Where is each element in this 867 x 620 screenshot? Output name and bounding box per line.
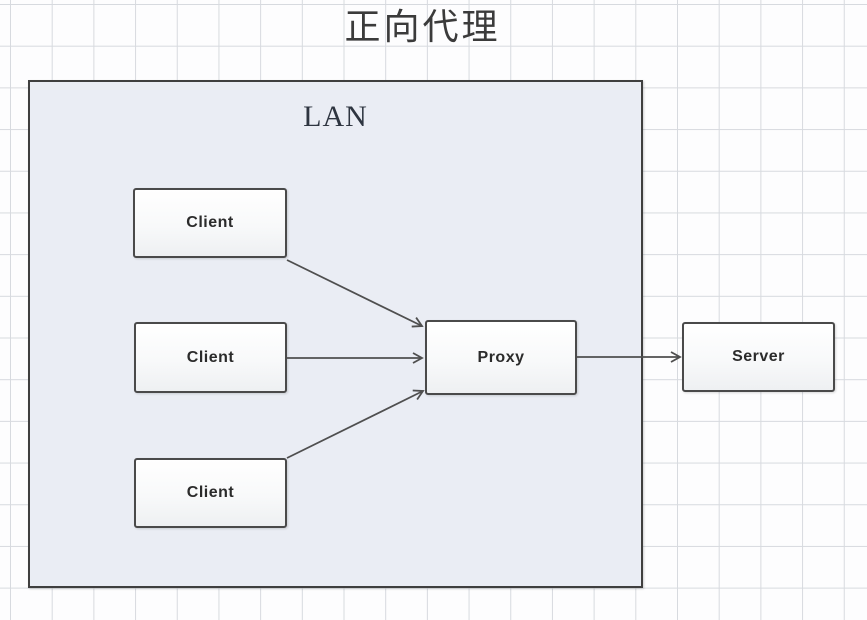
node-client-2: Client <box>134 322 287 393</box>
node-client-1-label: Client <box>186 214 234 231</box>
lan-label: LAN <box>303 100 368 133</box>
node-proxy-label: Proxy <box>477 348 525 366</box>
node-proxy: Proxy <box>425 320 577 395</box>
node-server-label: Server <box>732 348 785 365</box>
node-client-2-label: Client <box>186 348 235 366</box>
node-client-1: Client <box>133 188 287 258</box>
node-client-3-label: Client <box>186 484 235 501</box>
node-server: Server <box>682 322 835 392</box>
diagram-title: 正向代理 <box>344 7 501 47</box>
node-client-3: Client <box>134 458 287 528</box>
